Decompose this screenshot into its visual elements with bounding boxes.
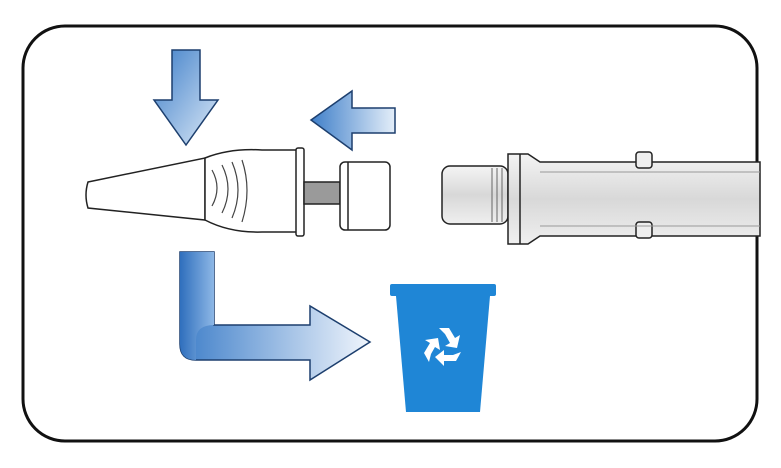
arrow-down-icon xyxy=(152,49,220,147)
recycle-bin-icon xyxy=(390,284,496,412)
needle-icon xyxy=(85,147,391,237)
arrow-left-icon xyxy=(309,89,396,152)
pen-injector-icon xyxy=(441,151,761,245)
arrow-bent-right-icon xyxy=(179,251,372,382)
